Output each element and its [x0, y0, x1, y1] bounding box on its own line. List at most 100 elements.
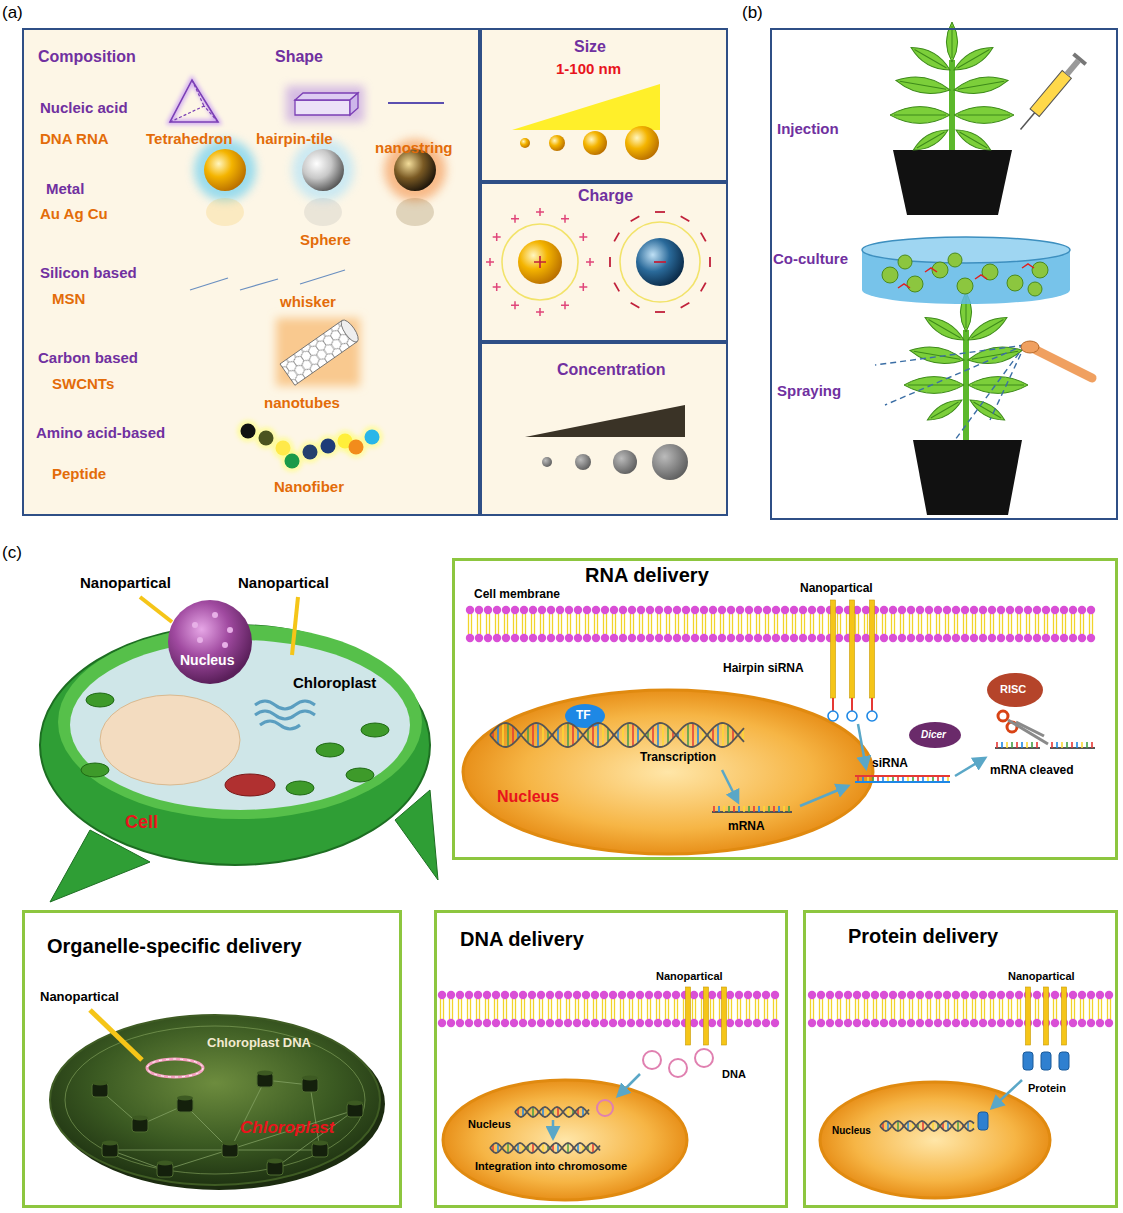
lipid-bilayer — [493, 634, 501, 642]
lipid-bilayer — [808, 606, 816, 614]
rna-delivery-figure — [887, 777, 889, 781]
lipid-bilayer — [693, 614, 694, 634]
dna-helix — [662, 723, 664, 746]
lipid-bilayer — [984, 614, 985, 634]
lipid-bilayer — [753, 991, 761, 999]
nanofiber-figure — [285, 454, 300, 469]
lipid-bilayer — [762, 1019, 770, 1027]
lipid-bilayer — [610, 606, 618, 614]
rna-delivery-figure — [722, 770, 738, 802]
lipid-bilayer — [476, 999, 477, 1019]
lipid-bilayer — [810, 614, 811, 634]
lipid-bilayer — [979, 606, 987, 614]
lipid-bilayer — [592, 606, 600, 614]
lipid-bilayer — [979, 991, 987, 999]
lipid-bilayer — [810, 999, 811, 1019]
lipid-bilayer — [963, 999, 964, 1019]
lipid-bilayer — [677, 999, 678, 1019]
panel-letter: (a) — [2, 3, 23, 23]
group-heading: Shape — [275, 48, 323, 66]
lipid-bilayer — [853, 1019, 861, 1027]
lipid-bilayer — [1053, 999, 1054, 1019]
chloroplast-figure — [92, 1071, 363, 1178]
charge-figures — [561, 301, 569, 309]
lipid-bilayer — [799, 606, 807, 614]
label-text: Nucleic acid — [40, 99, 128, 116]
nanostring-figure — [388, 102, 444, 104]
protein-delivery-figure — [1023, 1052, 1033, 1070]
sprayer — [990, 345, 1025, 420]
lipid-bilayer — [502, 634, 510, 642]
lipid-bilayer — [1035, 999, 1036, 1019]
lipid-bilayer — [696, 614, 697, 634]
hairpin-sirna — [832, 698, 834, 711]
lipid-bilayer — [578, 999, 579, 1019]
label-text: DNA RNA — [40, 130, 109, 147]
panel-letter: (b) — [742, 3, 763, 23]
lipid-bilayer — [880, 634, 888, 642]
lipid-bilayer — [736, 606, 744, 614]
lipid-bilayer — [988, 606, 996, 614]
label-text: Nucleus — [497, 788, 559, 806]
lipid-bilayer — [736, 634, 744, 642]
lipid-bilayer — [539, 999, 540, 1019]
lipid-bilayer — [637, 606, 645, 614]
dna-helix — [515, 1107, 589, 1117]
lipid-bilayer — [792, 614, 793, 634]
rna-delivery-figure — [858, 777, 948, 781]
lipid-bilayer — [666, 614, 667, 634]
lipid-bilayer — [465, 1019, 473, 1027]
lipid-bilayer — [531, 614, 532, 634]
hairpin-sirna — [867, 711, 877, 721]
lipid-bilayer — [551, 999, 552, 1019]
lipid-bilayer — [549, 614, 550, 634]
lipid-bilayer — [871, 991, 879, 999]
rna-delivery-figure — [917, 777, 919, 781]
lipid-bilayer — [900, 614, 901, 634]
lipid-bilayer — [1092, 999, 1093, 1019]
lipid-bilayer — [646, 606, 654, 614]
lipid-bilayer — [1038, 614, 1039, 634]
lipid-bilayer — [997, 1019, 1005, 1027]
method-panel: (b)InjectionCo-cultureSpraying — [770, 28, 1118, 520]
charge-figures — [631, 303, 640, 308]
dna-delivery-figure — [597, 1049, 713, 1116]
lipid-bilayer — [873, 999, 874, 1019]
lipid-bilayer — [665, 999, 666, 1019]
lipid-bilayer — [584, 999, 585, 1019]
lipid-bilayer — [786, 614, 787, 634]
lipid-bilayer — [466, 606, 1095, 642]
lipid-bilayer — [489, 614, 490, 634]
label-text: siRNA — [872, 757, 908, 771]
callout-label: Nanopartical — [238, 574, 329, 591]
rna-delivery-figure — [788, 806, 790, 812]
charge-figures — [518, 240, 562, 284]
lipid-bilayer — [963, 614, 964, 634]
rna-delivery-figure — [714, 806, 789, 812]
lipid-bilayer — [735, 1019, 743, 1027]
lipid-bilayer — [648, 614, 649, 634]
plant-leaves — [925, 395, 965, 425]
dna-helix — [502, 723, 504, 746]
chloroplast-figure — [257, 1071, 273, 1076]
lipid-bilayer — [763, 606, 771, 614]
lipid-bilayer — [1047, 614, 1048, 634]
nanoparticle-rod — [1026, 987, 1031, 1045]
rna-delivery-figure — [1086, 742, 1088, 748]
dna-helix — [542, 726, 544, 745]
lipid-bilayer — [777, 614, 778, 634]
sprayer — [885, 345, 1025, 405]
dna-helix — [657, 723, 659, 746]
lipid-bilayer — [880, 1019, 888, 1027]
lipid-bilayer — [975, 614, 976, 634]
lipid-bilayer — [1110, 999, 1111, 1019]
plant-leaves — [908, 42, 953, 75]
lipid-bilayer — [781, 606, 789, 614]
lipid-bilayer — [979, 1019, 987, 1027]
size-panel: Size1-100 nm — [480, 28, 728, 182]
nanoparticle-rod — [1026, 987, 1067, 1045]
rna-delivery-figure — [955, 758, 985, 776]
lipid-bilayer — [772, 606, 780, 614]
lipid-bilayer — [885, 999, 886, 1019]
